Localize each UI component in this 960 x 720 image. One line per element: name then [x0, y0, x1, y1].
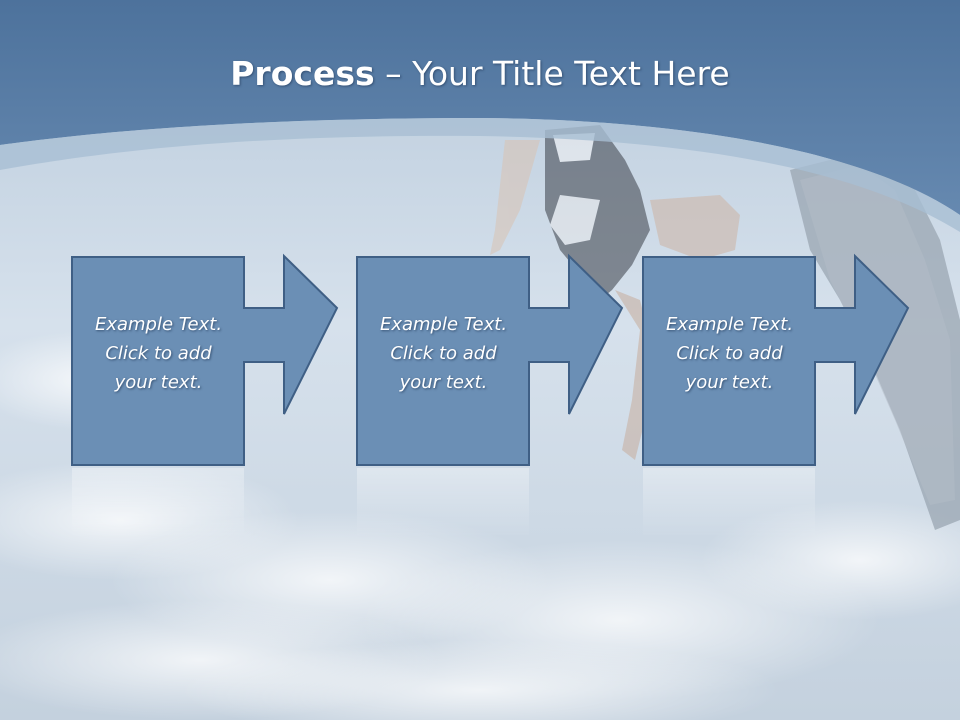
step-3-line-3: your text. [685, 372, 774, 393]
step-2-text: Example Text. Click to add your text. [356, 310, 531, 397]
step-1-box-arrow [71, 253, 339, 466]
step-3-reflection [643, 468, 815, 538]
title-rest: – Your Title Text Here [374, 54, 730, 93]
step-1-line-2: Click to add [105, 343, 212, 364]
title-bold: Process [230, 54, 375, 93]
header-arc [0, 118, 960, 232]
step-3-box-arrow [642, 253, 910, 466]
step-2-line-3: your text. [399, 372, 488, 393]
step-1-text: Example Text. Click to add your text. [71, 310, 246, 397]
step-2-reflection [357, 468, 529, 538]
step-3-text: Example Text. Click to add your text. [642, 310, 817, 397]
process-step-1[interactable]: Example Text. Click to add your text. [71, 253, 339, 466]
step-1-reflection [72, 468, 244, 538]
header-band [0, 0, 960, 215]
step-1-line-1: Example Text. [94, 314, 223, 335]
step-1-line-3: your text. [114, 372, 203, 393]
step-3-line-2: Click to add [676, 343, 783, 364]
step-2-box-arrow [356, 253, 624, 466]
process-step-3[interactable]: Example Text. Click to add your text. [642, 253, 910, 466]
step-2-line-1: Example Text. [379, 314, 508, 335]
step-2-line-2: Click to add [390, 343, 497, 364]
climber-figure [490, 125, 740, 460]
step-3-line-1: Example Text. [665, 314, 794, 335]
process-step-2[interactable]: Example Text. Click to add your text. [356, 253, 624, 466]
slide-title: Process – Your Title Text Here [0, 52, 960, 96]
cloud-layer [0, 330, 960, 720]
